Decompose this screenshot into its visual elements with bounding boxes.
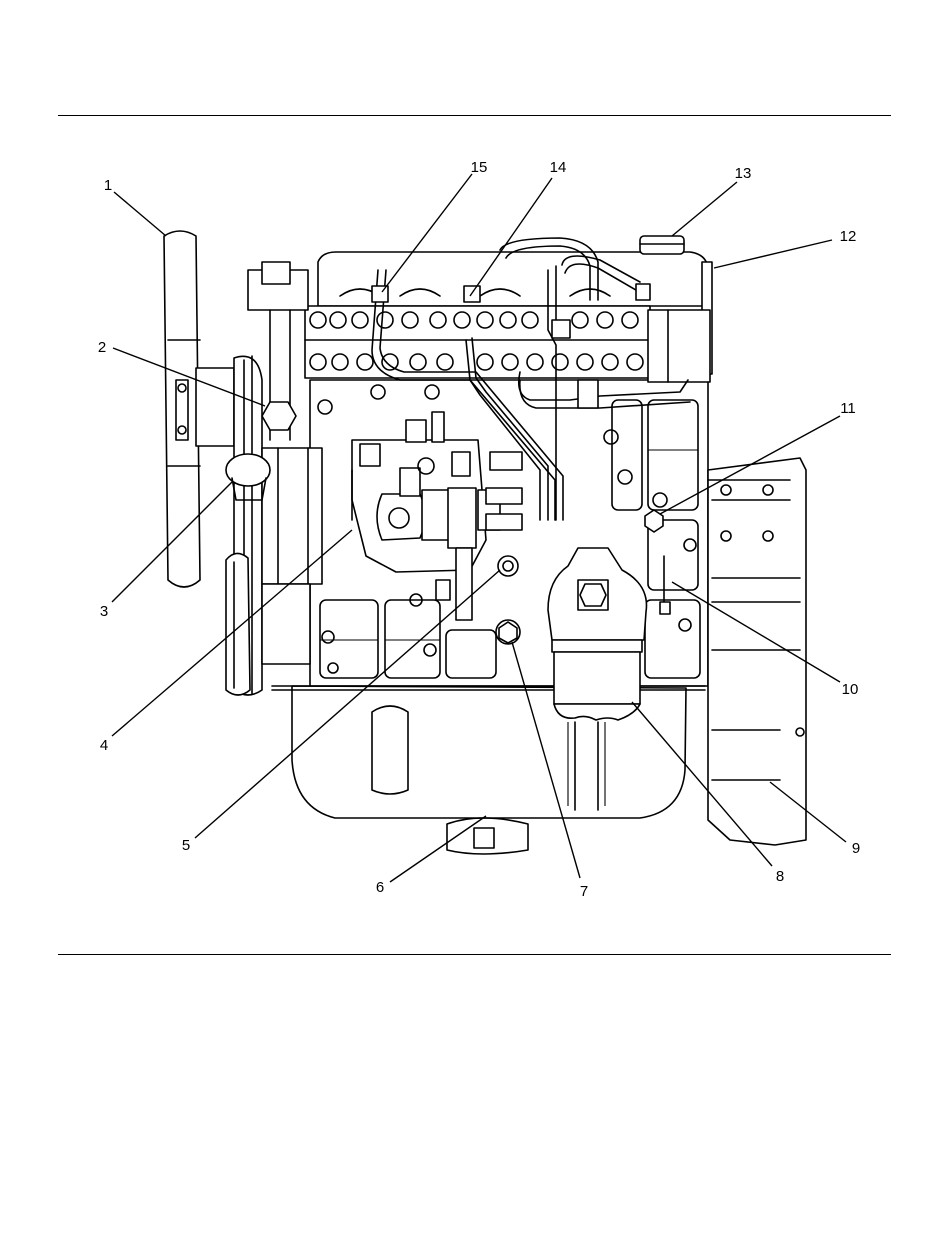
leader-6 — [390, 816, 486, 882]
callout-15: 15 — [471, 159, 488, 176]
callout-1: 1 — [104, 177, 112, 194]
water-pump-cap — [262, 402, 296, 430]
callout-4: 4 — [100, 737, 108, 754]
callout-10: 10 — [842, 681, 859, 698]
callout-9: 9 — [852, 840, 860, 857]
callout-12: 12 — [840, 228, 857, 245]
fan-blade — [164, 231, 200, 587]
engine-illustration — [164, 231, 806, 854]
leader-13 — [672, 182, 737, 236]
lower-pulley — [226, 553, 250, 695]
leader-12 — [714, 240, 832, 268]
callout-11: 11 — [840, 400, 856, 417]
callout-2: 2 — [98, 339, 106, 356]
callout-6: 6 — [376, 879, 384, 896]
callout-5: 5 — [182, 837, 190, 854]
callout-3: 3 — [100, 603, 108, 620]
leader-1 — [114, 192, 166, 236]
callout-14: 14 — [550, 159, 567, 176]
callout-8: 8 — [776, 868, 784, 885]
flywheel-housing — [708, 458, 806, 845]
callout-7: 7 — [580, 883, 588, 900]
cylinder-head — [305, 236, 712, 382]
callout-13: 13 — [735, 165, 752, 182]
